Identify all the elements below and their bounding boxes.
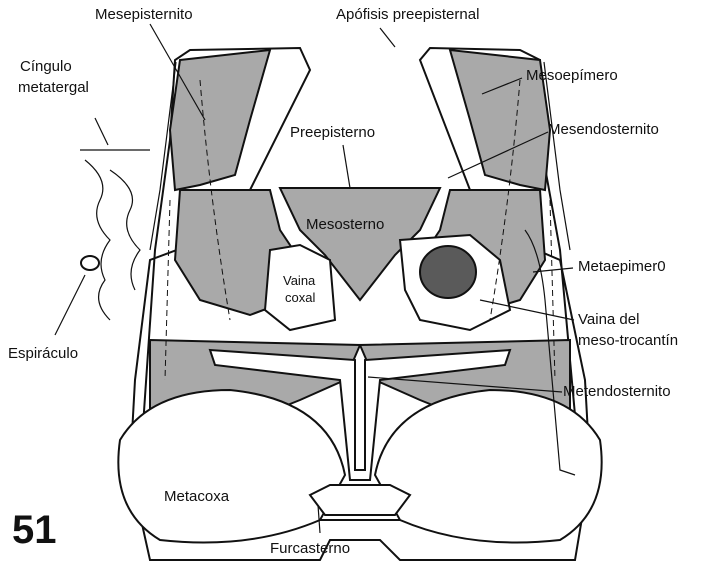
espiraculo-ring: [81, 256, 99, 270]
label-cingulo-line1: Cíngulo: [20, 58, 72, 76]
label-metendosternito: Metendosternito: [563, 383, 671, 401]
label-metacoxa: Metacoxa: [164, 488, 229, 506]
label-vaina-trocantin-line2: meso-trocantín: [578, 332, 678, 350]
label-vaina-trocantin-line1: Vaina del: [578, 311, 639, 329]
leader-apofisis: [380, 28, 395, 47]
label-metaepimero: Metaepimer0: [578, 258, 666, 276]
metacoxa-left: [118, 390, 345, 543]
label-preepisterno: Preepisterno: [290, 124, 375, 142]
label-furcasterno: Furcasterno: [270, 540, 350, 558]
furcasterno-shape: [310, 485, 410, 515]
cingulo-metatergal-structure: [80, 150, 150, 320]
label-mesepisternito: Mesepisternito: [95, 6, 193, 24]
figure-number: 51: [12, 508, 57, 553]
label-mesoepimero: Mesoepímero: [526, 67, 618, 85]
label-espiraculo: Espiráculo: [8, 345, 78, 363]
leader-espiraculo: [55, 275, 85, 335]
label-apofisis-preepisternal: Apófisis preepisternal: [336, 6, 479, 24]
label-vaina-coxal-line2: coxal: [285, 290, 315, 305]
label-mesosterno: Mesosterno: [306, 216, 384, 234]
metacoxa-right: [375, 390, 602, 543]
leader-cingulo: [95, 118, 108, 145]
label-cingulo-line2: metatergal: [18, 79, 89, 97]
label-vaina-coxal-line1: Vaina: [283, 273, 315, 288]
dark-oval: [420, 246, 476, 298]
leader-preepisterno: [343, 145, 350, 188]
label-mesendosternito: Mesendosternito: [548, 121, 659, 139]
